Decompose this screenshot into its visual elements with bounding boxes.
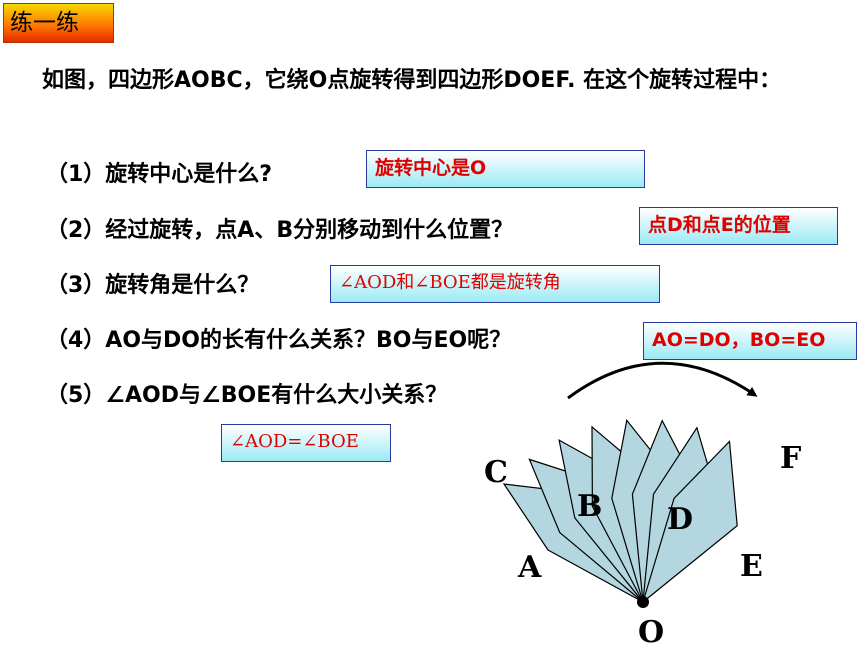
center-point-o [637,596,649,608]
section-title: 练一练 [3,3,114,43]
label-e: E [740,549,763,584]
question-3: （3）旋转角是什么？ [46,273,260,298]
answer-box-1: 旋转中心是O [366,150,645,188]
answer-box-3: ∠AOD和∠BOE都是旋转角 [330,265,660,303]
rotated-quadrilaterals [502,419,738,605]
label-b: B [577,489,602,524]
answer-box-5: ∠AOD=∠BOE [221,424,391,462]
label-o: O [638,615,664,645]
intro-paragraph: 如图，四边形AOBC，它绕O点旋转得到四边形DOEF. 在这个旋转过程中： [42,68,782,93]
question-1: （1）旋转中心是什么? [46,162,273,187]
label-f: F [780,441,801,476]
question-4: （4）AO与DO的长有什么关系？BO与EO呢？ [46,328,512,353]
quad-doef [641,440,738,604]
answer-box-2: 点D和点E的位置 [639,207,838,245]
answer-box-4: AO=DO，BO=EO [643,322,857,360]
label-d: D [667,502,693,537]
label-a: A [517,550,542,585]
rotation-arrow [567,361,758,400]
question-5: （5）∠AOD与∠BOE有什么大小关系？ [46,383,448,408]
label-c: C [484,455,508,490]
question-2: （2）经过旋转，点A、B分别移动到什么位置？ [46,218,514,243]
